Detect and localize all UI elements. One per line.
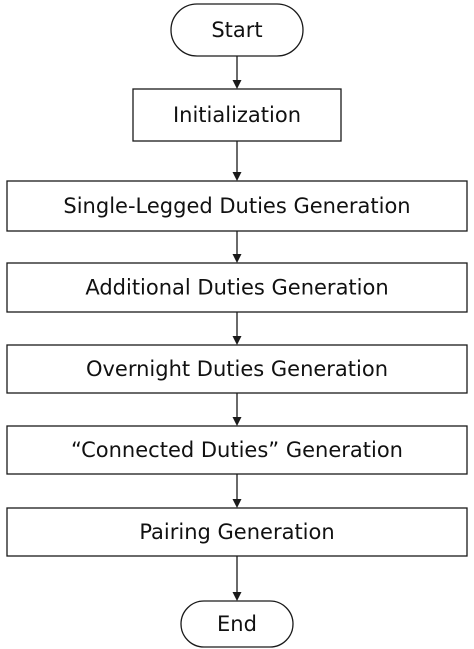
node-label-connected: “Connected Duties” Generation <box>71 438 403 462</box>
node-label-end: End <box>217 612 257 636</box>
node-label-start: Start <box>211 18 262 42</box>
arrowhead-icon <box>232 417 242 426</box>
flow-node-additional: Additional Duties Generation <box>6 262 468 313</box>
flow-arrow-connected-to-pairing <box>232 474 242 508</box>
arrowhead-icon <box>232 172 242 181</box>
process-box-overnight <box>6 344 468 394</box>
arrowhead-icon <box>232 336 242 345</box>
flow-arrow-initialization-to-single-legged <box>232 141 242 181</box>
flow-node-overnight: Overnight Duties Generation <box>6 344 468 394</box>
process-box-pairing <box>6 507 468 557</box>
flow-arrow-single-legged-to-additional <box>232 231 242 263</box>
flow-arrow-start-to-initialization <box>232 56 242 89</box>
flow-node-start: Start <box>170 3 304 57</box>
arrowhead-icon <box>232 499 242 508</box>
process-box-additional <box>6 262 468 313</box>
arrowhead-icon <box>232 80 242 89</box>
arrowhead-icon <box>232 592 242 601</box>
flow-node-pairing: Pairing Generation <box>6 507 468 557</box>
flow-arrow-additional-to-overnight <box>232 312 242 345</box>
node-label-pairing: Pairing Generation <box>139 520 334 544</box>
flow-arrow-overnight-to-connected <box>232 393 242 426</box>
flow-node-connected: “Connected Duties” Generation <box>6 425 468 475</box>
process-box-initialization <box>132 88 342 142</box>
edges-layer <box>232 56 242 601</box>
terminal-shape-start <box>170 3 304 57</box>
node-label-additional: Additional Duties Generation <box>85 276 388 300</box>
process-box-single-legged <box>6 180 468 232</box>
flow-node-end: End <box>180 600 294 648</box>
flow-node-initialization: Initialization <box>132 88 342 142</box>
node-label-overnight: Overnight Duties Generation <box>86 357 388 381</box>
flow-arrow-pairing-to-end <box>232 556 242 601</box>
node-label-single-legged: Single-Legged Duties Generation <box>63 194 410 218</box>
flow-node-single-legged: Single-Legged Duties Generation <box>6 180 468 232</box>
process-box-connected <box>6 425 468 475</box>
node-label-initialization: Initialization <box>173 103 301 127</box>
arrowhead-icon <box>232 254 242 263</box>
terminal-shape-end <box>180 600 294 648</box>
